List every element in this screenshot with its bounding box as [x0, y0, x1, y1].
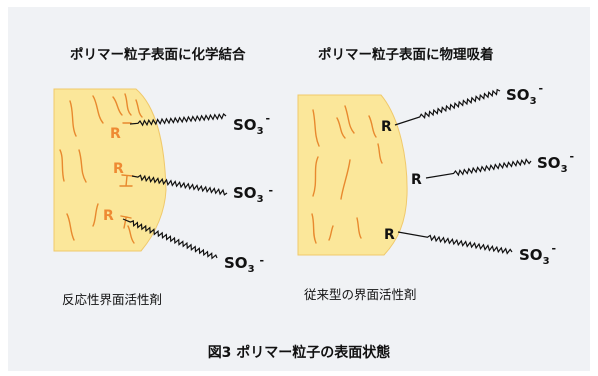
surface-line [312, 156, 319, 197]
right-so3-3: SO3- [519, 242, 556, 267]
surface-line [340, 159, 351, 200]
surfactant-chain [397, 231, 513, 255]
right-particle: R R R [297, 94, 422, 256]
left-heading: ポリマー粒子表面に化学結合 [70, 46, 246, 63]
so3-charge: - [269, 184, 274, 197]
left-panel-label: 反応性界面活性剤 [62, 292, 162, 307]
so3-main: SO [537, 154, 561, 172]
left-particle-body [53, 88, 167, 252]
surface-line [59, 149, 65, 182]
surfactant-chain [131, 174, 228, 196]
left-r-group-2: R [113, 161, 124, 177]
surface-line [312, 109, 320, 147]
surfactant-chain [129, 113, 227, 127]
surface-line [328, 225, 334, 241]
so3-charge: - [539, 82, 544, 95]
so3-main: SO [233, 184, 257, 202]
left-so3-2: SO3- [233, 184, 273, 205]
left-so3-3: SO3- [224, 254, 264, 275]
surface-line [368, 115, 377, 138]
so3-subscript: 3 [561, 164, 568, 175]
surface-line [336, 117, 346, 139]
left-r-group-3: R [103, 208, 114, 224]
right-chains [394, 88, 532, 255]
so3-subscript: 3 [257, 126, 264, 137]
surface-line [92, 203, 99, 227]
surface-line [356, 217, 362, 239]
surface-line [135, 99, 143, 118]
so3-subscript: 3 [257, 194, 264, 205]
left-particle: R R R [53, 88, 167, 252]
right-panel-label: 従来型の界面活性剤 [304, 287, 417, 302]
so3-main: SO [233, 116, 257, 134]
surface-line [311, 213, 317, 244]
right-particle-surface-lines [311, 105, 383, 244]
right-particle-body [297, 94, 408, 256]
surface-line [377, 143, 383, 164]
so3-charge: - [260, 254, 265, 267]
left-so3-1: SO3- [233, 112, 270, 137]
right-so3-1: SO3- [506, 82, 543, 107]
so3-charge: - [570, 150, 575, 163]
surface-line [344, 105, 355, 134]
surface-line [78, 149, 87, 183]
so3-main: SO [519, 246, 543, 264]
left-r-group-1: R [110, 126, 121, 142]
right-r-group-3: R [384, 227, 395, 243]
surface-line [112, 96, 123, 116]
surface-line [124, 93, 132, 116]
figure-caption: 図3 ポリマー粒子の表面状態 [208, 344, 391, 361]
surface-line [119, 174, 134, 187]
left-particle-surface-lines [59, 93, 143, 244]
surface-line [127, 225, 135, 244]
so3-main: SO [506, 86, 530, 104]
so3-charge: - [552, 242, 557, 255]
so3-charge: - [266, 112, 271, 125]
surfactant-chain [394, 88, 501, 126]
so3-main: SO [224, 254, 248, 272]
right-r-group-2: R [411, 172, 422, 188]
left-chains [122, 113, 228, 260]
right-so3-2: SO3- [537, 150, 574, 175]
right-heading: ポリマー粒子表面に物理吸着 [318, 46, 494, 63]
so3-subscript: 3 [530, 96, 537, 107]
so3-subscript: 3 [248, 264, 255, 275]
surfactant-chain [122, 218, 218, 260]
right-r-group-1: R [381, 119, 392, 135]
surface-line [92, 95, 104, 124]
so3-subscript: 3 [543, 256, 550, 267]
surfactant-chain [425, 158, 532, 179]
surface-line [66, 213, 75, 241]
surface-line [69, 100, 77, 137]
